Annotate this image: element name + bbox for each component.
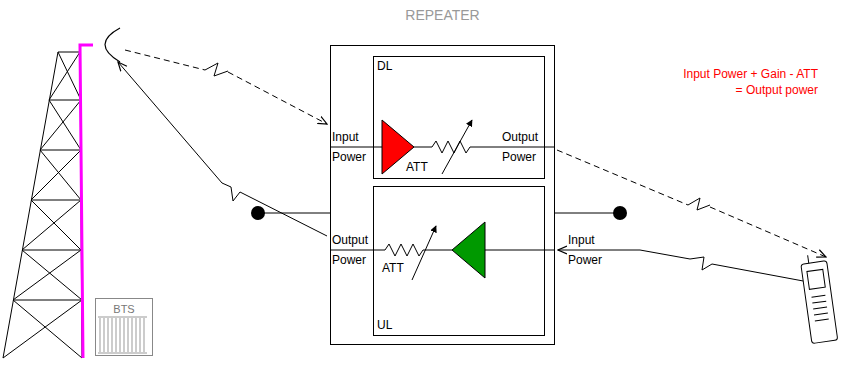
port-label: Output Power — [332, 230, 370, 270]
signal-wire — [485, 250, 554, 251]
attenuator-label: ATT — [406, 160, 428, 174]
uplink-box: UL ATT — [373, 186, 545, 336]
tower-bar — [13, 100, 82, 300]
port-label: Input Power — [332, 127, 368, 167]
right-radio-links — [557, 150, 830, 286]
lattice-tower — [3, 52, 82, 358]
tower-leg — [3, 52, 58, 358]
tower-bar — [58, 52, 80, 53]
repeater-title: REPEATER — [331, 8, 554, 22]
port-dot — [613, 206, 627, 220]
mobile-phone — [800, 253, 838, 344]
antenna-dish — [105, 28, 120, 62]
downlink-wave — [710, 207, 826, 257]
signal-wire — [331, 147, 382, 148]
uplink-wave — [118, 62, 327, 236]
phone-antenna — [808, 255, 809, 263]
phone-screen — [807, 269, 825, 289]
uplink-chain — [331, 222, 554, 280]
left-radio-links — [118, 50, 327, 236]
radio-zigzag — [205, 63, 228, 76]
port-stub — [555, 213, 620, 214]
repeater-box: REPEATERDLATTULATT — [330, 45, 555, 345]
attenuator-label: ATT — [382, 261, 404, 275]
downlink-wave — [557, 150, 688, 205]
phone-keys — [812, 295, 829, 321]
feeder-cable — [80, 45, 93, 358]
variable-arrow — [442, 120, 472, 174]
port-stub — [258, 213, 330, 214]
port-dot — [251, 206, 265, 220]
tower-brace — [13, 52, 82, 358]
downlink-wave — [125, 50, 205, 70]
variable-arrow — [412, 226, 436, 280]
rack-lines — [98, 317, 147, 353]
amplifier-symbol — [452, 222, 485, 278]
phone-body — [801, 261, 838, 344]
formula-note: Input Power + Gain - ATT = Output power — [678, 66, 818, 98]
downlink-wave — [228, 72, 327, 124]
port-label: Input Power — [568, 230, 608, 270]
bts-rack — [98, 317, 147, 353]
downlink-chain — [331, 120, 554, 174]
rack-lines — [100, 318, 144, 352]
path-name: DL — [377, 59, 392, 73]
port-label: Output Power — [502, 127, 542, 167]
path-name: UL — [377, 318, 392, 332]
tower-brace — [3, 52, 82, 358]
antenna-port — [251, 206, 627, 220]
radio-zigzag — [688, 198, 710, 210]
bts-label: BTS — [96, 302, 152, 316]
bts-box: BTS — [95, 298, 153, 356]
